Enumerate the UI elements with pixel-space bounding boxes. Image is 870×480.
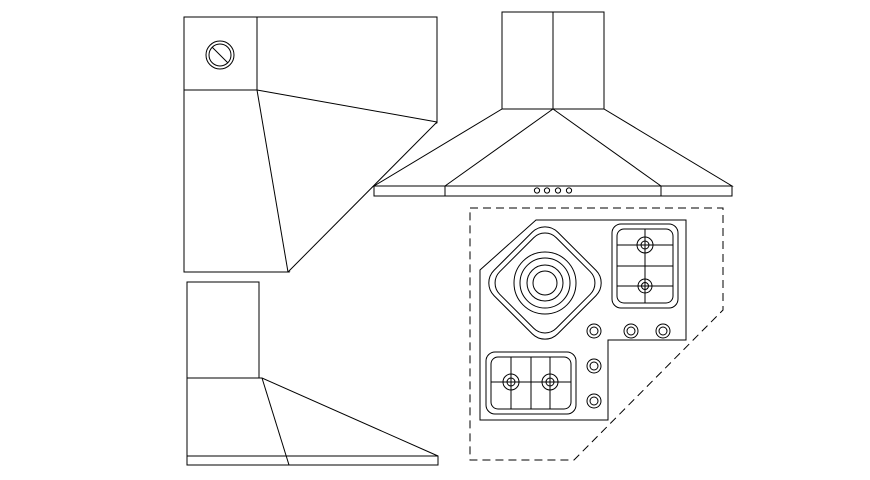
vent-circle-icon <box>205 40 235 70</box>
control-knobs <box>586 323 671 409</box>
knob-icon <box>586 393 602 409</box>
control-button-icon <box>565 187 573 194</box>
control-button-icon <box>554 187 562 194</box>
burner-icon <box>541 373 559 391</box>
canopy-fold-right <box>552 108 662 187</box>
canopy-top-line <box>256 89 438 123</box>
countertop-outline <box>469 207 724 461</box>
control-button-icon <box>543 187 551 194</box>
corner-cooktop-plan <box>469 207 724 461</box>
wok-burner-icon <box>532 270 558 296</box>
canopy-edge-line <box>261 377 290 466</box>
knob-icon <box>586 323 602 339</box>
wok-ring-outer <box>513 251 577 315</box>
burner-icon <box>502 373 520 391</box>
hood-front-view <box>372 11 734 197</box>
burner-icon <box>636 236 654 254</box>
canopy <box>186 377 439 466</box>
knob-icon <box>623 323 639 339</box>
wok-grate <box>488 226 602 340</box>
wok-burner <box>488 226 602 340</box>
burner-icon <box>637 278 653 294</box>
canopy-diagonal-line <box>287 121 438 273</box>
burner-cap <box>506 377 516 387</box>
burner-grate-right <box>611 223 679 309</box>
burner-cap <box>640 240 650 250</box>
wok-ring-mid <box>519 257 571 309</box>
control-button-icon <box>533 187 541 194</box>
wok-grate-inner <box>494 232 596 334</box>
open-area-mask <box>289 123 438 273</box>
canopy-fold-left <box>444 108 554 187</box>
burner-grate-left <box>485 351 577 415</box>
knob-icon <box>655 323 671 339</box>
cooktop-outline <box>479 219 687 421</box>
wok-ring-inner <box>526 264 564 302</box>
grate-outer <box>485 351 577 415</box>
burner-cap <box>641 282 649 290</box>
hood-side-view-top-left <box>183 16 438 273</box>
grate-outer <box>611 223 679 309</box>
chimney <box>186 281 260 379</box>
hood-side-view-bottom-left <box>186 281 439 466</box>
control-buttons <box>533 187 573 194</box>
canopy-edge-line <box>256 89 289 273</box>
burner-cap <box>545 377 555 387</box>
hood-base-strip <box>373 185 733 197</box>
knob-icon <box>586 358 602 374</box>
